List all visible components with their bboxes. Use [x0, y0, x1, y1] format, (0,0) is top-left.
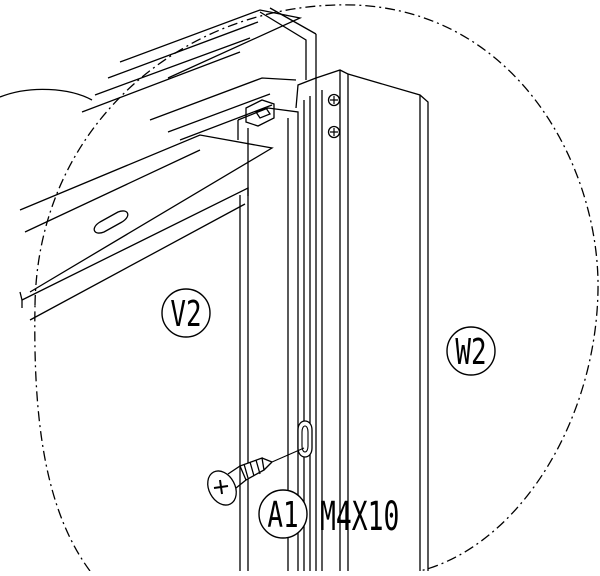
hinge-strip	[315, 69, 349, 571]
label-w2: W2	[455, 332, 486, 373]
corner-bracket	[245, 99, 275, 127]
beam-slot	[93, 210, 129, 234]
top-rail	[81, 9, 303, 141]
screw-a1	[207, 447, 305, 506]
label-a1-bubble: A1	[258, 489, 308, 539]
post-slot	[297, 420, 313, 458]
label-a1: A1	[267, 495, 298, 536]
label-w2-bubble: W2	[446, 326, 496, 376]
vertical-post	[237, 77, 317, 571]
hinge-screw-bottom	[327, 125, 341, 139]
hinge-screw-top	[327, 93, 341, 107]
screw-spec-label: M4X10	[320, 493, 399, 539]
w2-panel	[259, 7, 429, 571]
leader-arc	[0, 88, 93, 101]
horizontal-beam	[19, 134, 274, 321]
label-v2-bubble: V2	[161, 288, 211, 338]
label-v2: V2	[170, 294, 201, 335]
